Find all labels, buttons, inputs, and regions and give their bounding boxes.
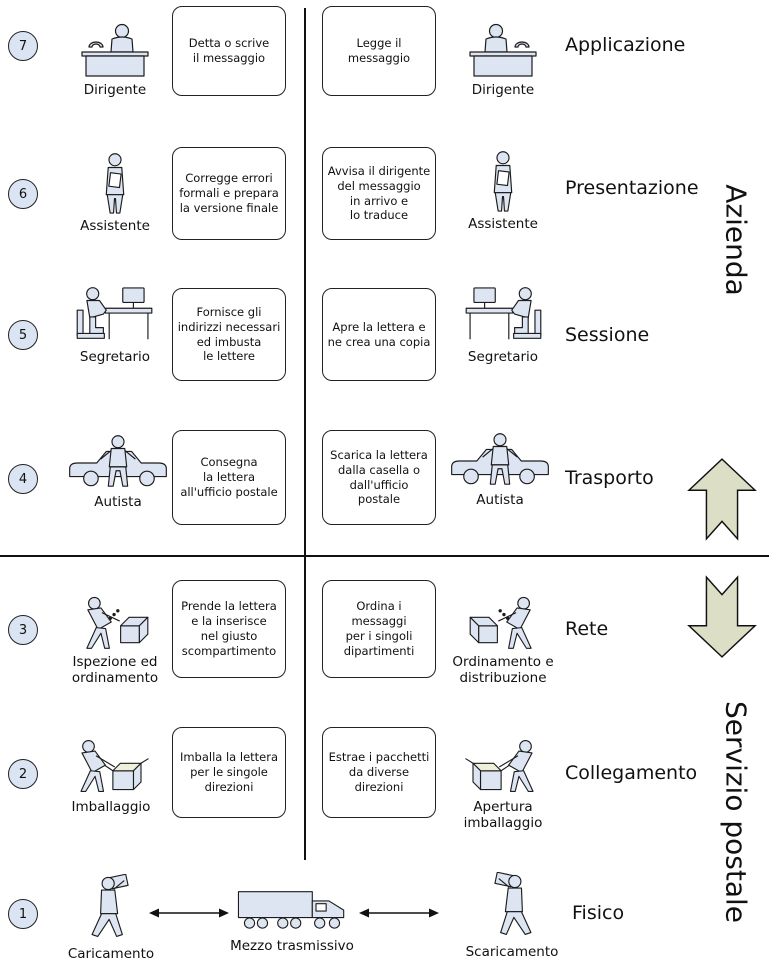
manager-desk-icon [75, 22, 155, 80]
l6-receiver-action-box: Avvisa il dirigente del messaggio in arr… [322, 147, 436, 240]
l2-receiver-figure: Apertura imballaggio [447, 737, 559, 831]
l6-receiver-label: Assistente [468, 216, 538, 232]
l2-sender-action-text: Imballa la lettera per le singole direzi… [179, 750, 279, 794]
l1-receiver-figure: Scaricamento [462, 872, 562, 960]
azienda-postale-divider [0, 555, 769, 557]
l5-receiver-figure: Segretario [446, 285, 560, 365]
bidirectional-arrow-left [149, 908, 229, 918]
l5-sender-action-box: Fornisce gli indirizzi necessari ed imbu… [172, 288, 286, 381]
l5-sender-figure: Segretario [58, 285, 172, 365]
l3-sender-action-box: Prende la lettera e la inserisce nel giu… [172, 580, 286, 678]
unloading-carrier-icon [488, 872, 536, 942]
group-label-servizio-postale: Servizio postale [719, 700, 753, 924]
sort-distribute-box-icon [461, 592, 545, 652]
layer-number-6: 6 [8, 179, 38, 209]
l4-receiver-label: Autista [476, 492, 524, 508]
loading-carrier-icon [87, 874, 135, 944]
l5-sender-label: Segretario [79, 349, 151, 365]
l2-receiver-label: Apertura imballaggio [463, 799, 543, 832]
l4-sender-figure: Autista [60, 434, 176, 510]
l2-sender-label: Imballaggio [71, 799, 151, 815]
up-arrow [687, 458, 757, 541]
layer-name-applicazione: Applicazione [565, 34, 686, 56]
l3-receiver-figure: Ordinamento e distribuzione [443, 592, 563, 686]
secretary-computer-icon [461, 285, 545, 347]
l7-receiver-figure: Dirigente [448, 22, 558, 98]
driver-car-icon [63, 434, 173, 492]
l6-receiver-figure: Assistente [448, 150, 558, 232]
layer-number-2: 2 [8, 759, 38, 789]
l6-sender-figure: Assistente [60, 152, 170, 234]
secretary-computer-icon [73, 285, 157, 347]
l4-sender-label: Autista [94, 494, 142, 510]
layer-name-trasporto: Trasporto [565, 467, 654, 489]
l6-receiver-action-text: Avvisa il dirigente del messaggio in arr… [327, 163, 431, 223]
l3-sender-label: Ispezione ed ordinamento [71, 654, 159, 687]
l2-sender-figure: Imballaggio [55, 737, 167, 815]
layer-number-3: 3 [8, 615, 38, 645]
l3-sender-figure: Ispezione ed ordinamento [55, 592, 175, 686]
l3-receiver-action-text: Ordina i messaggi per i singoli dipartim… [343, 599, 415, 658]
l5-sender-action-text: Fornisce gli indirizzi necessari ed imbu… [177, 304, 281, 364]
bidirectional-arrow-right [359, 908, 439, 918]
layer-number-5: 5 [8, 320, 38, 350]
l6-sender-label: Assistente [80, 218, 150, 234]
l7-sender-action-text: Detta o scrive il messaggio [188, 36, 270, 65]
layer-name-fisico: Fisico [572, 902, 625, 924]
l2-receiver-action-text: Estrae i pacchetti da diverse direzioni [328, 750, 430, 794]
l7-sender-figure: Dirigente [60, 22, 170, 98]
l4-receiver-action-text: Scarica la lettera dalla casella o dall'… [330, 447, 428, 507]
pack-box-icon [70, 737, 152, 797]
l7-sender-action-box: Detta o scrive il messaggio [172, 6, 286, 96]
group-label-azienda: Azienda [719, 184, 753, 296]
layer-name-rete: Rete [565, 618, 609, 640]
l3-receiver-label: Ordinamento e distribuzione [452, 654, 554, 687]
l4-sender-action-box: Consegna la lettera all'ufficio postale [172, 430, 286, 525]
l5-receiver-action-box: Apre la lettera e ne crea una copia [322, 288, 436, 381]
l2-sender-action-box: Imballa la lettera per le singole direzi… [172, 727, 286, 818]
l6-sender-action-text: Corregge errori formali e prepara la ver… [179, 171, 279, 215]
l1-sender-figure: Caricamento [61, 874, 161, 962]
layer-name-collegamento: Collegamento [565, 762, 698, 784]
down-arrow [687, 575, 757, 658]
l4-sender-action-text: Consegna la lettera all'ufficio postale [180, 455, 278, 499]
l5-receiver-label: Segretario [467, 349, 539, 365]
l4-receiver-action-box: Scarica la lettera dalla casella o dall'… [322, 430, 436, 525]
l4-receiver-figure: Autista [442, 432, 558, 508]
l3-sender-action-text: Prende la lettera e la inserisce nel giu… [181, 599, 277, 658]
center-divider [304, 8, 306, 860]
assistant-person-icon [96, 152, 134, 216]
l1-receiver-label: Scaricamento [465, 944, 559, 960]
l1-sender-label: Caricamento [67, 946, 155, 962]
layer-name-presentazione: Presentazione [565, 177, 699, 199]
l7-sender-label: Dirigente [83, 82, 147, 98]
layer-number-7: 7 [8, 31, 38, 61]
layer-number-4: 4 [8, 464, 38, 494]
l5-receiver-action-text: Apre la lettera e ne crea una copia [327, 319, 431, 349]
manager-desk-icon [463, 22, 543, 80]
inspect-sort-box-icon [73, 592, 157, 652]
unpack-box-icon [462, 737, 544, 797]
truck-icon [233, 888, 351, 936]
assistant-person-icon [484, 150, 522, 214]
l6-sender-action-box: Corregge errori formali e prepara la ver… [172, 147, 286, 240]
l7-receiver-label: Dirigente [471, 82, 535, 98]
transmission-medium-figure: Mezzo trasmissivo [217, 888, 367, 954]
driver-car-icon [445, 432, 555, 490]
transmission-medium-label: Mezzo trasmissivo [230, 938, 354, 954]
l2-receiver-action-box: Estrae i pacchetti da diverse direzioni [322, 727, 436, 818]
layer-number-1: 1 [8, 899, 38, 929]
l7-receiver-action-text: Legge il messaggio [347, 36, 411, 65]
l3-receiver-action-box: Ordina i messaggi per i singoli dipartim… [322, 580, 436, 678]
layer-name-sessione: Sessione [565, 324, 650, 346]
l7-receiver-action-box: Legge il messaggio [322, 6, 436, 96]
